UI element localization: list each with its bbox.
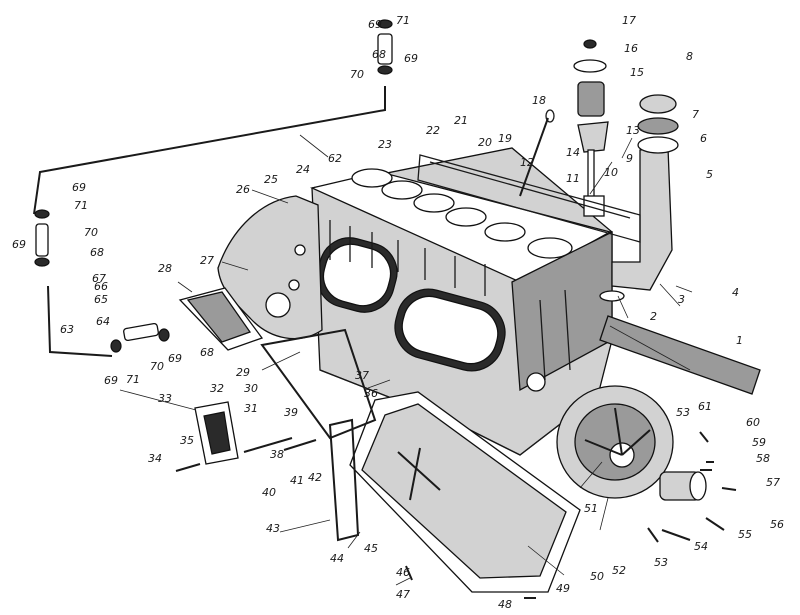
- part-number-label: 8: [686, 50, 693, 63]
- part-number-label: 58: [756, 452, 770, 465]
- part-number-label: 12: [520, 156, 534, 169]
- part-number-label: 50: [590, 570, 604, 583]
- part-number-label: 70: [350, 68, 364, 81]
- part-number-label: 51: [584, 502, 598, 515]
- part-number-label: 46: [396, 566, 410, 579]
- part-number-label: 25: [264, 173, 278, 186]
- part-number-label: 61: [698, 400, 712, 413]
- dipstick-and-gaskets: [417, 109, 641, 243]
- part-number-label: 1: [736, 334, 743, 347]
- part-number-label: 35: [180, 434, 194, 447]
- part-number-label: 47: [396, 588, 410, 601]
- part-number-label: 66: [94, 280, 108, 293]
- part-number-label: 14: [566, 146, 580, 159]
- part-number-label: 68: [90, 246, 104, 259]
- part-number-label: 38: [270, 448, 284, 461]
- part-number-label: 71: [396, 14, 410, 27]
- part-number-label: 64: [96, 315, 110, 328]
- part-number-label: 31: [244, 402, 258, 415]
- part-number-label: 9: [626, 152, 633, 165]
- part-number-label: 15: [630, 66, 644, 79]
- gaskets: [178, 287, 377, 542]
- part-number-label: 29: [236, 366, 250, 379]
- leader-lines: [119, 134, 693, 586]
- part-number-label: 4: [732, 286, 739, 299]
- part-number-label: 21: [454, 114, 468, 127]
- part-number-label: 71: [126, 373, 140, 386]
- part-number-label: 59: [752, 436, 766, 449]
- part-number-label: 17: [622, 14, 636, 27]
- part-number-label: 36: [364, 387, 378, 400]
- bell-housing: [217, 195, 323, 340]
- part-number-label: 56: [770, 518, 784, 531]
- oil-filler: [573, 39, 609, 217]
- part-number-label: 60: [746, 416, 760, 429]
- part-number-label: 16: [624, 42, 638, 55]
- part-number-label: 48: [498, 598, 512, 611]
- part-number-label: 65: [94, 293, 108, 306]
- part-number-label: 11: [566, 172, 580, 185]
- part-number-label: 71: [74, 199, 88, 212]
- part-number-label: 68: [200, 346, 214, 359]
- part-number-label: 7: [692, 108, 699, 121]
- part-number-label: 55: [738, 528, 752, 541]
- part-number-label: 70: [84, 226, 98, 239]
- part-number-label: 63: [60, 323, 74, 336]
- part-number-label: 26: [236, 183, 250, 196]
- part-number-label: 57: [766, 476, 780, 489]
- part-number-label: 27: [200, 254, 214, 267]
- oil-pan: [349, 391, 581, 593]
- part-number-label: 42: [308, 471, 322, 484]
- part-number-label: 18: [532, 94, 546, 107]
- part-number-label: 34: [148, 452, 162, 465]
- part-number-label: 2: [650, 310, 657, 323]
- part-labels: 1234567891011121314151617181920212223242…: [12, 14, 784, 611]
- part-number-label: 6: [700, 132, 707, 145]
- part-number-label: 43: [266, 522, 280, 535]
- part-number-label: 68: [372, 48, 386, 61]
- part-number-label: 20: [478, 136, 492, 149]
- part-number-label: 69: [404, 52, 418, 65]
- cylinder-block: [309, 147, 613, 456]
- part-number-label: 13: [626, 124, 640, 137]
- part-number-label: 53: [654, 556, 668, 569]
- part-number-label: 33: [158, 392, 172, 405]
- part-number-label: 69: [72, 181, 86, 194]
- part-number-label: 69: [368, 18, 382, 31]
- part-number-label: 40: [262, 486, 276, 499]
- part-number-label: 3: [678, 293, 685, 306]
- part-number-label: 52: [612, 564, 626, 577]
- part-number-label: 32: [210, 382, 224, 395]
- part-number-label: 45: [364, 542, 378, 555]
- part-number-label: 41: [290, 474, 304, 487]
- part-number-label: 69: [12, 238, 26, 251]
- part-number-label: 62: [328, 152, 342, 165]
- part-number-label: 24: [296, 163, 310, 176]
- part-number-label: 49: [556, 582, 570, 595]
- part-number-label: 70: [150, 360, 164, 373]
- part-number-label: 67: [92, 272, 106, 285]
- part-number-label: 28: [158, 262, 172, 275]
- part-number-label: 69: [104, 374, 118, 387]
- part-number-label: 44: [330, 552, 344, 565]
- water-outlet: [599, 94, 761, 395]
- part-number-label: 19: [498, 132, 512, 145]
- part-number-label: 39: [284, 406, 298, 419]
- part-number-label: 30: [244, 382, 258, 395]
- timing-cover: [556, 385, 707, 501]
- part-number-label: 23: [378, 138, 392, 151]
- oil-tube: [33, 19, 393, 357]
- part-number-label: 69: [168, 352, 182, 365]
- part-number-label: 54: [694, 540, 708, 553]
- part-number-label: 37: [355, 369, 369, 382]
- part-number-label: 53: [676, 406, 690, 419]
- part-number-label: 10: [604, 166, 618, 179]
- part-number-label: 5: [706, 168, 713, 181]
- bolts: [175, 431, 737, 599]
- part-number-label: 22: [426, 124, 440, 137]
